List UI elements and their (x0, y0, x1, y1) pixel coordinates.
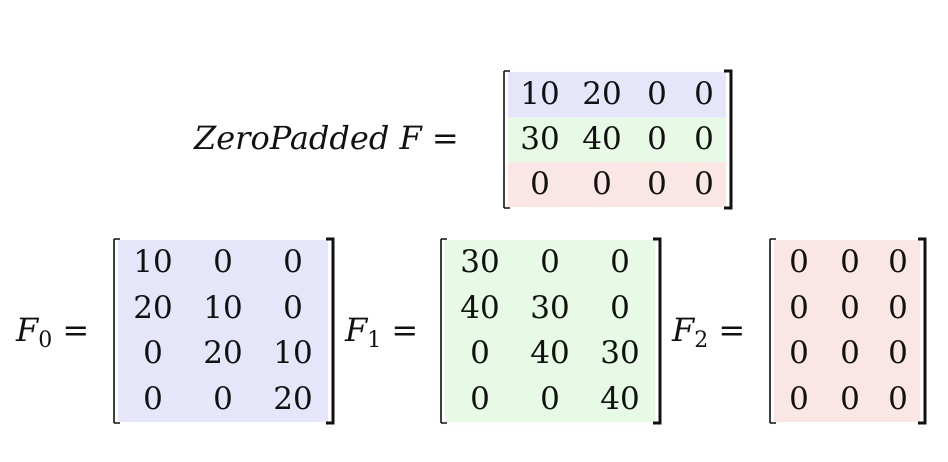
f1-subscript: 1 (367, 328, 382, 353)
f0-cell: 10 (118, 240, 188, 286)
f1-cell: 0 (515, 376, 585, 422)
zero-padded-cell: 20 (572, 72, 632, 117)
f1-cell: 40 (585, 376, 655, 422)
zero-padded-cell: 0 (682, 117, 726, 162)
f1-cell: 30 (515, 285, 585, 331)
f0-cell: 0 (258, 285, 328, 331)
f2-cell: 0 (876, 376, 920, 422)
zero-padded-cell: 0 (632, 72, 682, 117)
f0-subscript: 0 (38, 328, 53, 353)
f2-label: F2 = (672, 314, 745, 352)
f2-cell: 0 (876, 285, 920, 331)
f0-cell: 0 (118, 331, 188, 377)
f2-cell: 0 (824, 240, 876, 286)
f1-cell: 0 (445, 331, 515, 377)
f2-cell: 0 (876, 240, 920, 286)
f0-cell: 0 (118, 376, 188, 422)
f0-cell: 20 (188, 331, 258, 377)
f0-cell: 10 (188, 285, 258, 331)
f2-cell: 0 (824, 331, 876, 377)
f0-cell: 10 (258, 331, 328, 377)
f2-cell: 0 (824, 285, 876, 331)
f1-label: F1 = (345, 314, 418, 352)
f0-cell: 20 (118, 285, 188, 331)
zero-padded-cell: 10 (508, 72, 572, 117)
f0-label: F0 = (16, 314, 89, 352)
f0-cell: 0 (188, 376, 258, 422)
f2-cell: 0 (824, 376, 876, 422)
zero-padded-cell: 0 (632, 162, 682, 207)
f0-cell: 0 (258, 240, 328, 286)
f0-equals: = (62, 311, 90, 349)
f2-equals: = (718, 311, 746, 349)
zero-padded-cell: 0 (572, 162, 632, 207)
f1-cell: 0 (515, 240, 585, 286)
f2-cell: 0 (774, 376, 824, 422)
f2-cell: 0 (876, 331, 920, 377)
zero-padded-cell: 0 (508, 162, 572, 207)
f1-cell: 0 (585, 285, 655, 331)
f2-subscript: 2 (694, 328, 709, 353)
zero-padded-cell: 0 (632, 117, 682, 162)
f2-cell: 0 (774, 240, 824, 286)
f2-cell: 0 (774, 331, 824, 377)
f1-cell: 30 (445, 240, 515, 286)
f0-name: F (16, 311, 39, 349)
zero-padded-name: ZeroPadded F (194, 119, 422, 157)
f2-name: F (672, 311, 695, 349)
f1-cell: 0 (445, 376, 515, 422)
f1-cell: 40 (445, 285, 515, 331)
f1-cell: 40 (515, 331, 585, 377)
f2-cell: 0 (774, 285, 824, 331)
zero-padded-cell: 30 (508, 117, 572, 162)
zero-padded-cell: 0 (682, 72, 726, 117)
zero-padded-cell: 40 (572, 117, 632, 162)
f1-cell: 0 (585, 240, 655, 286)
f1-name: F (345, 311, 368, 349)
f1-equals: = (391, 311, 419, 349)
f1-cell: 30 (585, 331, 655, 377)
zero-padded-cell: 0 (682, 162, 726, 207)
zero-padded-equals: = (431, 119, 459, 157)
f0-cell: 0 (188, 240, 258, 286)
zero-padded-label: ZeroPadded F = (194, 122, 459, 154)
f0-cell: 20 (258, 376, 328, 422)
